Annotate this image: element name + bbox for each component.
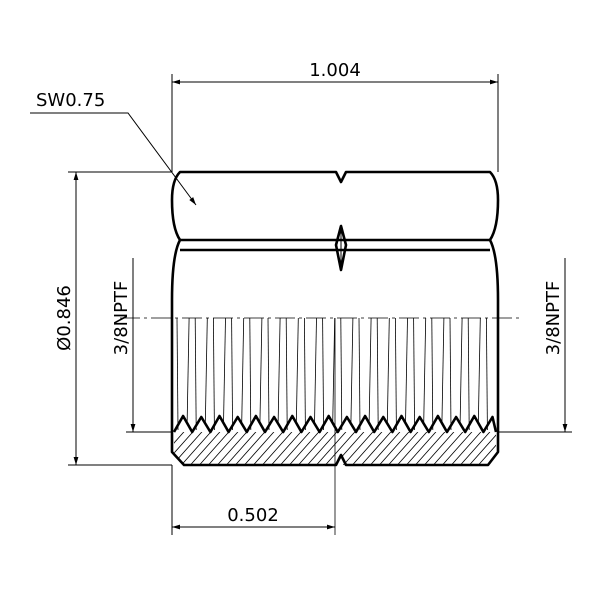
- thread-lines: [176, 317, 488, 431]
- hatch-line: [185, 432, 227, 465]
- dimension-thread-right: 3/8NPTF: [498, 258, 572, 433]
- hatch-line: [239, 432, 281, 465]
- thread-line: [295, 317, 299, 425]
- hatch-line: [419, 432, 461, 465]
- thread-line: [459, 317, 463, 425]
- thread-line: [322, 317, 324, 431]
- thread-line: [332, 317, 336, 425]
- hatch-line: [176, 432, 218, 465]
- dimension-diameter: Ø0.846: [54, 171, 172, 466]
- thread-line: [314, 317, 317, 425]
- hatch-line: [428, 432, 470, 465]
- dimension-wrench-size: SW0.75: [30, 90, 197, 206]
- hatch-line: [464, 432, 496, 465]
- half-length-label: 0.502: [227, 505, 279, 526]
- hatch-line: [401, 432, 443, 465]
- hatch-line: [275, 432, 317, 465]
- dimension-half-length: 0.502: [171, 465, 335, 535]
- thread-line: [467, 317, 470, 431]
- thread-line: [231, 317, 233, 431]
- hatch-line: [356, 432, 398, 465]
- thread-right-label: 3/8NPTF: [543, 281, 564, 356]
- thread-line: [358, 317, 361, 431]
- thread-line: [441, 317, 445, 425]
- hatch-line: [302, 432, 344, 465]
- hatch-line: [338, 432, 380, 465]
- hatch-line: [194, 432, 236, 465]
- fitting-body: [170, 170, 500, 467]
- thread-line: [376, 317, 379, 431]
- diameter-label: Ø0.846: [54, 285, 75, 351]
- thread-line: [223, 317, 226, 425]
- thread-line: [423, 317, 427, 425]
- wrench-size-label: SW0.75: [36, 90, 105, 111]
- hatch-line: [437, 432, 479, 465]
- thread-line: [285, 317, 288, 431]
- hatch-line: [455, 432, 496, 465]
- hatch-line: [473, 432, 496, 465]
- hatch-line: [230, 432, 272, 465]
- hatch-line: [174, 432, 191, 465]
- overall-length-label: 1.004: [309, 60, 361, 81]
- hatch-line: [311, 432, 353, 465]
- thread-line: [431, 317, 434, 431]
- thread-line: [194, 317, 197, 431]
- thread-line: [204, 317, 208, 425]
- thread-line: [413, 317, 415, 431]
- thread-line: [395, 317, 397, 431]
- hatch-line: [365, 432, 407, 465]
- hatch-line: [174, 432, 200, 465]
- hatch-line: [293, 432, 335, 465]
- hatch-line: [446, 432, 488, 465]
- section-hatching: [174, 432, 496, 465]
- hatch-line: [221, 432, 263, 465]
- dimension-thread-left: 3/8NPTF: [111, 258, 172, 433]
- thread-line: [350, 317, 354, 425]
- thread-line: [368, 317, 372, 425]
- thread-line: [186, 317, 190, 425]
- thread-line: [267, 317, 270, 431]
- hatch-line: [383, 432, 425, 465]
- thread-line: [405, 317, 408, 425]
- dimension-overall-length: 1.004: [171, 60, 499, 172]
- thread-line: [259, 317, 263, 425]
- hatch-line: [410, 432, 452, 465]
- thread-line: [449, 317, 452, 431]
- hatch-line: [248, 432, 290, 465]
- hatch-line: [284, 432, 326, 465]
- thread-line: [249, 317, 252, 431]
- thread-line: [477, 317, 481, 425]
- hatch-line: [374, 432, 416, 465]
- hatch-line: [212, 432, 254, 465]
- hatch-line: [347, 432, 389, 465]
- hatch-line: [320, 432, 362, 465]
- thread-line: [486, 317, 488, 431]
- thread-line: [386, 317, 390, 425]
- hatch-line: [329, 432, 371, 465]
- thread-line: [241, 317, 245, 425]
- thread-line: [176, 317, 179, 431]
- hatch-line: [257, 432, 299, 465]
- thread-line: [277, 317, 281, 425]
- thread-line: [304, 317, 306, 431]
- thread-line: [213, 317, 215, 431]
- hatch-line: [266, 432, 308, 465]
- thread-line: [340, 317, 343, 431]
- hatch-line: [203, 432, 245, 465]
- hatch-line: [392, 432, 434, 465]
- thread-left-label: 3/8NPTF: [111, 281, 132, 356]
